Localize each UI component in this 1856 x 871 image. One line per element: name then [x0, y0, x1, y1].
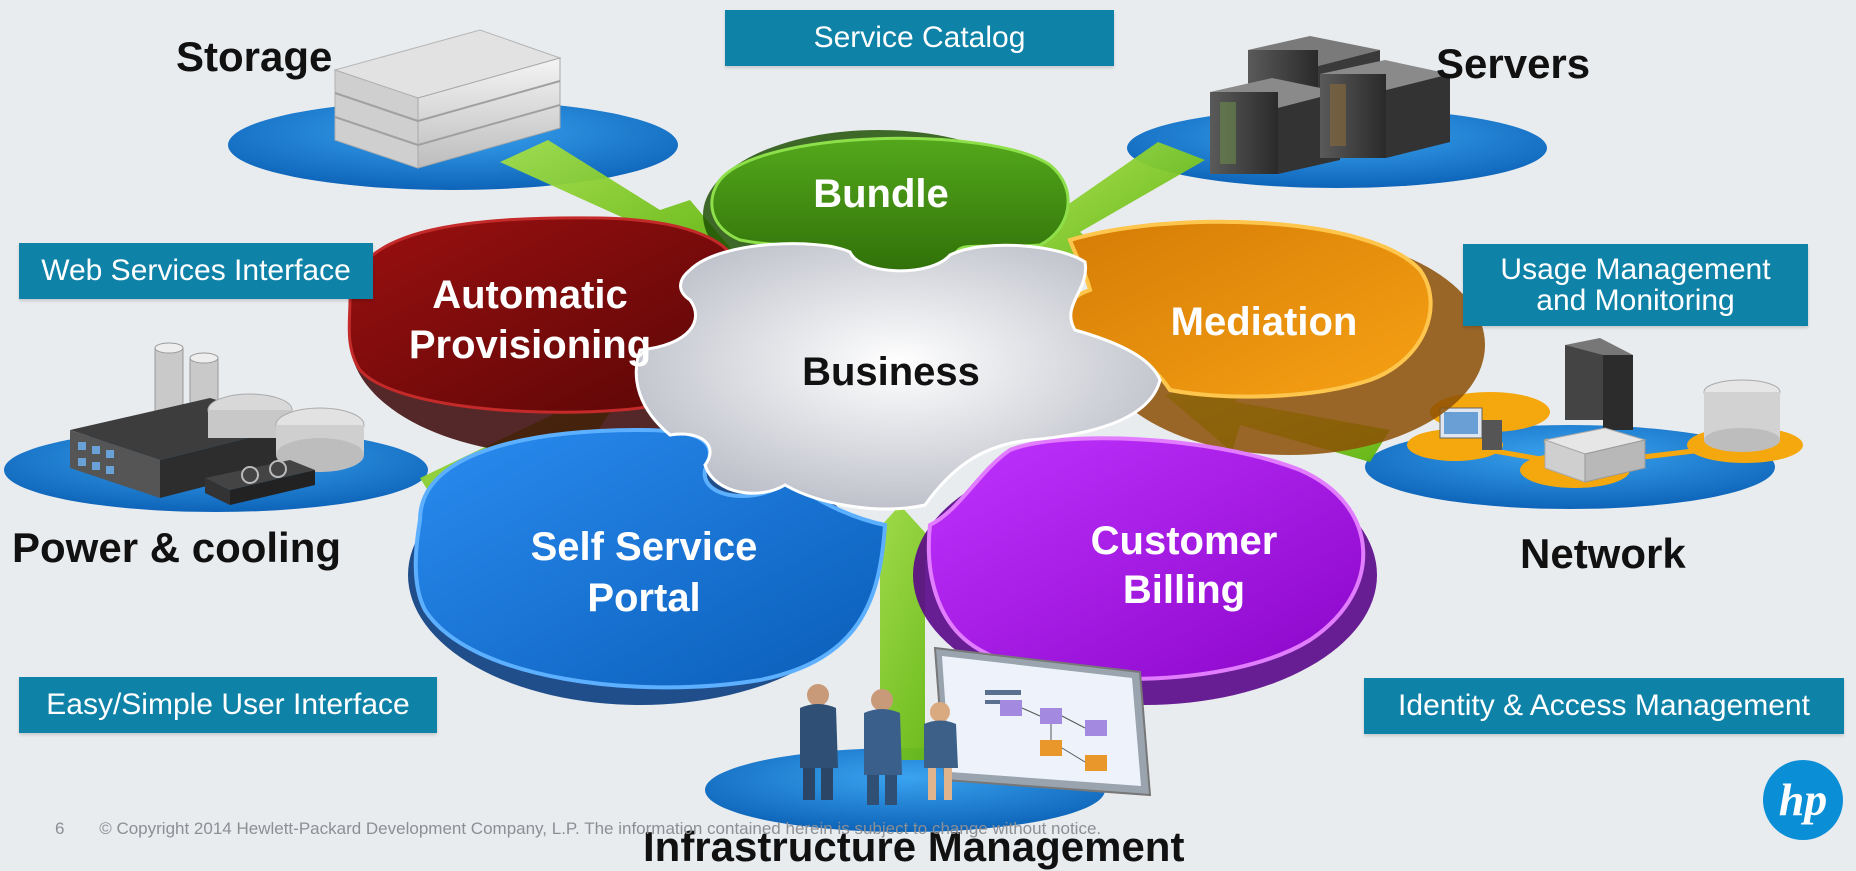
- people-presentation-icon: [800, 646, 1152, 805]
- piece-business: [634, 242, 1162, 511]
- servers-label: Servers: [1436, 40, 1591, 87]
- bundle-label: Bundle: [813, 172, 949, 216]
- hp-logo-icon: hp: [1763, 760, 1843, 840]
- mediation-label: Mediation: [1171, 300, 1358, 344]
- customer-billing-label-line2: Billing: [1123, 568, 1245, 612]
- copyright-notice: © Copyright 2014 Hewlett-Packard Develop…: [99, 819, 1102, 838]
- power-cooling-label: Power & cooling: [12, 524, 342, 571]
- self-service-portal-label-line2: Portal: [587, 576, 700, 620]
- web-services-interface-box: Web Services Interface: [19, 243, 373, 299]
- storage-icon: [333, 29, 562, 169]
- self-service-portal-label-line1: Self Service: [531, 525, 758, 569]
- arrow-servers: [1028, 142, 1205, 262]
- automatic-provisioning-label-line1: Automatic: [432, 273, 628, 317]
- page-number: 6: [55, 819, 65, 838]
- business-label: Business: [802, 350, 980, 394]
- automatic-provisioning-label-line2: Provisioning: [409, 323, 651, 367]
- network-label: Network: [1520, 530, 1686, 577]
- usage-management-box: Usage Management and Monitoring: [1463, 244, 1808, 326]
- identity-access-management-box: Identity & Access Management: [1364, 678, 1844, 734]
- network-icon: [1407, 338, 1803, 488]
- customer-billing-label-line1: Customer: [1091, 519, 1278, 563]
- piece-self-service-portal: [413, 427, 888, 690]
- easy-simple-user-interface-box: Easy/Simple User Interface: [19, 677, 437, 733]
- infrastructure-management-label: Infrastructure Management: [643, 823, 1185, 870]
- servers-icon: [1210, 36, 1450, 174]
- piece-customer-billing: [926, 436, 1366, 681]
- storage-label: Storage: [176, 33, 333, 80]
- hp-logo-text: hp: [1779, 774, 1828, 825]
- usage-management-line1: Usage Management: [1500, 252, 1771, 286]
- service-catalog-box: Service Catalog: [725, 10, 1114, 66]
- factory-icon: [70, 342, 365, 505]
- usage-management-line2: and Monitoring: [1536, 284, 1735, 317]
- footer: 6 © Copyright 2014 Hewlett-Packard Devel…: [55, 819, 1101, 839]
